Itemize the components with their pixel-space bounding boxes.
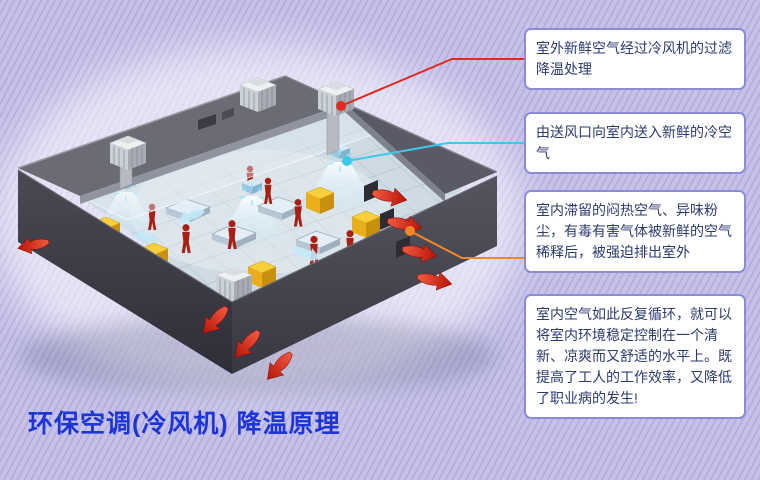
connector-line-fresh-air bbox=[340, 58, 524, 107]
rooftop-cooling-unit bbox=[317, 81, 355, 117]
connector-line-supply bbox=[346, 142, 524, 162]
roof-inner-lip bbox=[80, 104, 345, 204]
connector-dot-exhaust bbox=[405, 226, 415, 236]
rooftop-cooling-unit bbox=[239, 77, 277, 113]
front-right-wall bbox=[232, 176, 497, 374]
callout-circulation: 室内空气如此反复循环，就可以将室内环境稳定控制在一个清新、凉爽而又舒适的水平上。… bbox=[524, 294, 746, 419]
callout-air-supply: 由送风口向室内送入新鲜的冷空气 bbox=[524, 112, 746, 174]
connector-dot-supply bbox=[342, 156, 352, 166]
page-title: 环保空调(冷风机) 降温原理 bbox=[28, 410, 341, 438]
callout-exhaust: 室内滞留的闷热空气、异味粉尘，有毒有害气体被新鲜的空气稀释后，被强迫排出室外 bbox=[524, 190, 746, 273]
roof-strip-right bbox=[285, 76, 497, 194]
rooftop-cooling-unit bbox=[109, 135, 147, 171]
vent-box bbox=[222, 108, 234, 120]
connectors bbox=[336, 58, 524, 259]
connector-dot-fresh-air bbox=[336, 101, 346, 111]
front-left-wall bbox=[18, 170, 232, 374]
connector-line-exhaust bbox=[409, 230, 524, 259]
vent-box bbox=[198, 114, 216, 130]
callout-fresh-air-intake: 室外新鲜空气经过冷风机的过滤降温处理 bbox=[524, 28, 746, 90]
